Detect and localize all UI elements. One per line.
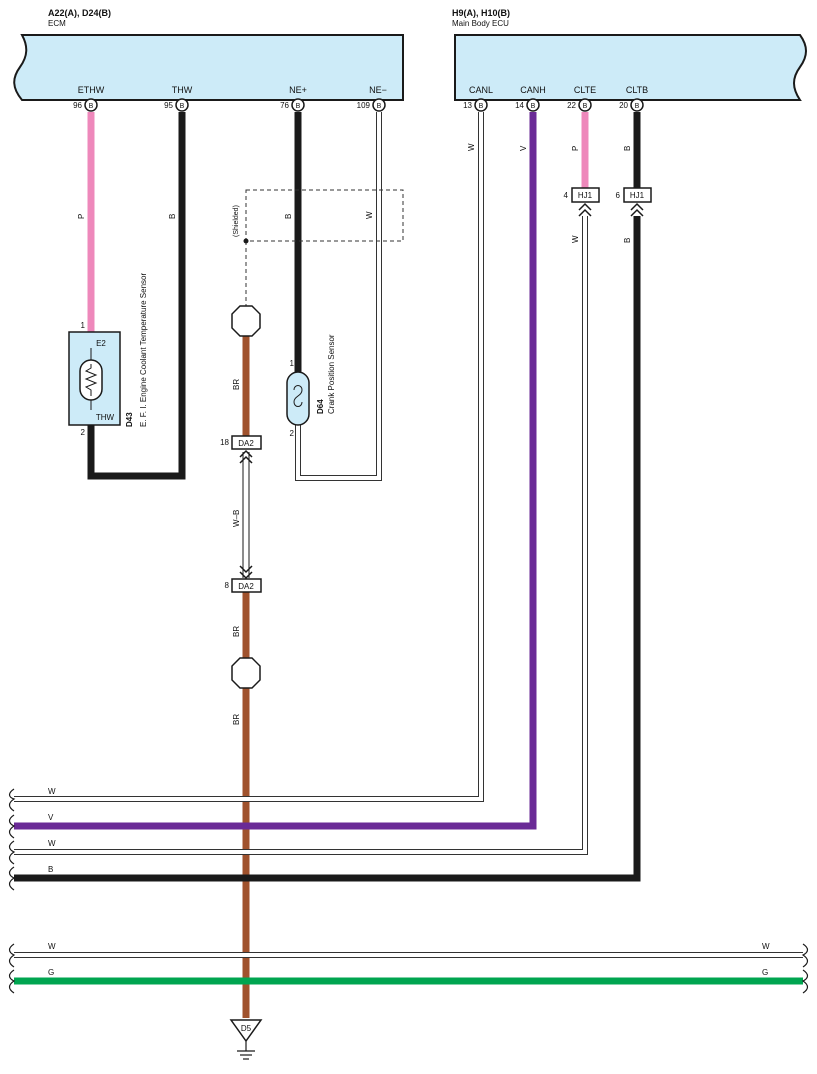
ecm-pin-label: NE−: [369, 85, 387, 95]
bus-label-w2: W: [48, 839, 56, 848]
svg-text:6: 6: [616, 191, 621, 200]
crank-pin-top: 1: [290, 359, 295, 368]
bus-label-w1: W: [48, 787, 56, 796]
coolant-pin-top: 1: [81, 321, 86, 330]
ecm-pin-label: NE+: [289, 85, 307, 95]
svg-text:109: 109: [357, 101, 371, 110]
body-ecu-connector-code: H9(A), H10(B): [452, 8, 510, 18]
wire-label-canl: W: [467, 143, 476, 151]
crank-pin-bottom: 2: [290, 429, 295, 438]
connector-hj1-clte: 4 HJ1: [564, 187, 600, 217]
svg-text:95: 95: [164, 101, 173, 110]
connector-da2-upper: 18 DA2: [220, 435, 262, 464]
svg-text:8: 8: [225, 581, 230, 590]
wire-cltb-low: [14, 216, 641, 882]
wire-label-canh: V: [519, 145, 528, 151]
body-pin-14: CANH B 14: [515, 85, 546, 112]
body-pin-label: CLTB: [626, 85, 648, 95]
crank-sensor-name: Crank Position Sensor: [327, 334, 336, 414]
svg-text:B: B: [377, 103, 382, 110]
svg-text:HJ1: HJ1: [630, 191, 645, 200]
ecm-pin-label: THW: [172, 85, 193, 95]
bus-label-b: B: [48, 865, 53, 874]
coolant-pin-bottom: 2: [81, 428, 86, 437]
svg-text:B: B: [531, 103, 536, 110]
wire-label-shield-bottom: BR: [232, 714, 241, 725]
shield-junction: [243, 238, 249, 244]
wire-label-twisted: W–B: [232, 510, 241, 527]
crank-position-sensor: 1 2 D64 Crank Position Sensor: [286, 334, 336, 438]
svg-text:22: 22: [567, 101, 576, 110]
body-pin-20: CLTB B 20: [619, 85, 648, 112]
wire-canh: [14, 112, 537, 830]
wire-label-clte: P: [571, 146, 580, 151]
ecm-pin-76: NE+ B 76: [280, 85, 307, 112]
bus-label-g-left: G: [48, 968, 54, 977]
svg-text:14: 14: [515, 101, 524, 110]
wire-label-thw: B: [168, 214, 177, 219]
body-pin-22: CLTE B 22: [567, 85, 596, 112]
body-pin-label: CANL: [469, 85, 493, 95]
shield-label: (Shielded): [233, 205, 240, 237]
wire-label-ne-minus: W: [365, 211, 374, 219]
crank-sensor-code: D64: [316, 399, 325, 414]
svg-text:B: B: [89, 103, 94, 110]
left-break-marks: [8, 788, 16, 994]
shield-box: [245, 189, 404, 242]
ground-label: D5: [241, 1024, 252, 1033]
bus-label-v: V: [48, 813, 54, 822]
wire-thw: [87, 112, 186, 480]
wire-label-cltb-low: B: [623, 238, 632, 243]
svg-text:DA2: DA2: [238, 439, 254, 448]
svg-text:B: B: [180, 103, 185, 110]
shield-octagon-bottom: [231, 657, 261, 689]
svg-text:18: 18: [220, 438, 229, 447]
connector-hj1-cltb: 6 HJ1: [616, 187, 652, 217]
body-pin-label: CANH: [520, 85, 546, 95]
svg-text:B: B: [296, 103, 301, 110]
svg-text:96: 96: [73, 101, 82, 110]
svg-text:DA2: DA2: [238, 582, 254, 591]
bus-label-w3-right: W: [762, 942, 770, 951]
svg-text:4: 4: [564, 191, 569, 200]
body-ecu-name: Main Body ECU: [452, 19, 509, 28]
svg-text:20: 20: [619, 101, 628, 110]
right-break-marks: [801, 943, 809, 994]
svg-text:B: B: [635, 103, 640, 110]
svg-text:13: 13: [463, 101, 472, 110]
svg-text:B: B: [479, 103, 484, 110]
wire-label-ne-plus: B: [284, 214, 293, 219]
svg-text:B: B: [583, 103, 588, 110]
wire-label-shield-top: BR: [232, 379, 241, 390]
body-pin-13: CANL B 13: [463, 85, 493, 112]
body-pin-label: CLTE: [574, 85, 596, 95]
wire-ne-minus: [295, 112, 382, 481]
coolant-sensor-name: E. F. I. Engine Coolant Temperature Sens…: [139, 273, 148, 427]
wire-label-shield-mid: BR: [232, 626, 241, 637]
wire-label-ethw: P: [77, 214, 86, 219]
coolant-term-bottom: THW: [96, 413, 115, 422]
wire-label-cltb: B: [623, 146, 632, 151]
bus-label-w3-left: W: [48, 942, 56, 951]
ecm-pin-96: ETHW B 96: [73, 85, 105, 112]
ground-symbol: D5: [229, 1019, 263, 1060]
ecm-pin-109: NE− B 109: [357, 85, 387, 112]
coolant-sensor-code: D43: [125, 412, 134, 427]
wire-label-clte-low: W: [571, 235, 580, 243]
shield-octagon-top: [231, 305, 261, 337]
ecm-pin-label: ETHW: [78, 85, 105, 95]
coolant-temp-sensor: 1 E2 THW 2 D43 E. F. I. Engine Coolant T…: [68, 273, 148, 437]
ecm-name: ECM: [48, 19, 66, 28]
svg-text:76: 76: [280, 101, 289, 110]
ecm-connector-code: A22(A), D24(B): [48, 8, 111, 18]
coolant-term-top: E2: [96, 339, 106, 348]
body-ecu-box: [454, 34, 807, 101]
svg-text:HJ1: HJ1: [578, 191, 593, 200]
ecm-pin-95: THW B 95: [164, 85, 193, 112]
connector-da2-lower: 8 DA2: [225, 565, 262, 593]
bus-label-g-right: G: [762, 968, 768, 977]
ecm-box: [13, 34, 404, 101]
